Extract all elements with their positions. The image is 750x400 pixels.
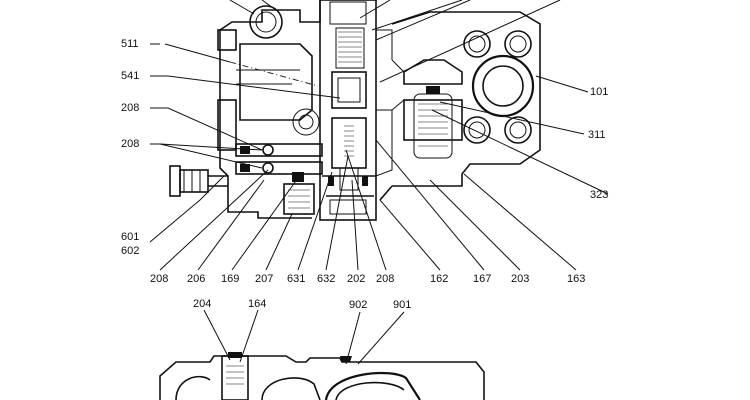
label-206: 206 — [187, 273, 206, 285]
label-602: 602 — [121, 245, 140, 257]
lower-plug-207 — [283, 172, 368, 215]
label-bottom-208-left: 208 — [150, 273, 169, 285]
label-204: 204 — [193, 298, 212, 310]
label-101: 101 — [590, 86, 609, 98]
label-601: 601 — [121, 231, 140, 243]
label-169: 169 — [221, 273, 240, 285]
valve-body-lower — [159, 352, 485, 400]
label-631: 631 — [287, 273, 306, 285]
label-208-upper: 208 — [121, 102, 140, 114]
label-164: 164 — [248, 298, 267, 310]
label-632: 632 — [317, 273, 336, 285]
label-207: 207 — [255, 273, 274, 285]
label-167: 167 — [473, 273, 492, 285]
center-line — [229, 61, 319, 87]
label-202: 202 — [347, 273, 366, 285]
label-203: 203 — [511, 273, 530, 285]
label-162: 162 — [430, 273, 449, 285]
label-511: 511 — [121, 38, 139, 50]
label-163: 163 — [567, 273, 586, 285]
label-323: 323 — [590, 189, 609, 201]
label-bottom-208-right: 208 — [376, 273, 395, 285]
label-208-lower: 208 — [121, 138, 140, 150]
plug-assembly-601 — [169, 165, 228, 197]
valve-body-upper — [217, 0, 541, 221]
label-311: 311 — [588, 129, 606, 141]
leader-lines — [149, 0, 609, 365]
label-541: 541 — [121, 70, 140, 82]
shaft-assembly-208 — [235, 143, 323, 175]
label-902: 902 — [349, 299, 368, 311]
label-901: 901 — [393, 299, 412, 311]
